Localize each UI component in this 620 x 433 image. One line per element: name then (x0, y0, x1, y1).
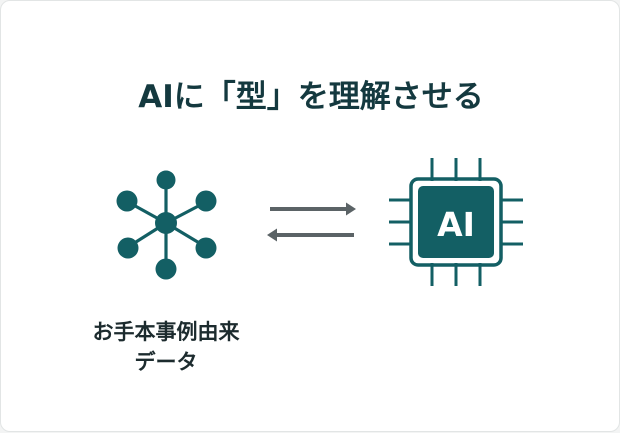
network-hub-icon (116, 170, 217, 280)
caption-line-2: データ (134, 350, 198, 374)
ai-chip-label: AI (437, 205, 475, 244)
data-source-caption: お手本事例由来 データ (56, 317, 276, 377)
diagram-title: AIに「型」を理解させる (138, 79, 484, 115)
caption-line-1: お手本事例由来 (92, 320, 240, 344)
bidirectional-arrows-icon (267, 202, 356, 242)
ai-chip-icon: AI (389, 158, 523, 286)
